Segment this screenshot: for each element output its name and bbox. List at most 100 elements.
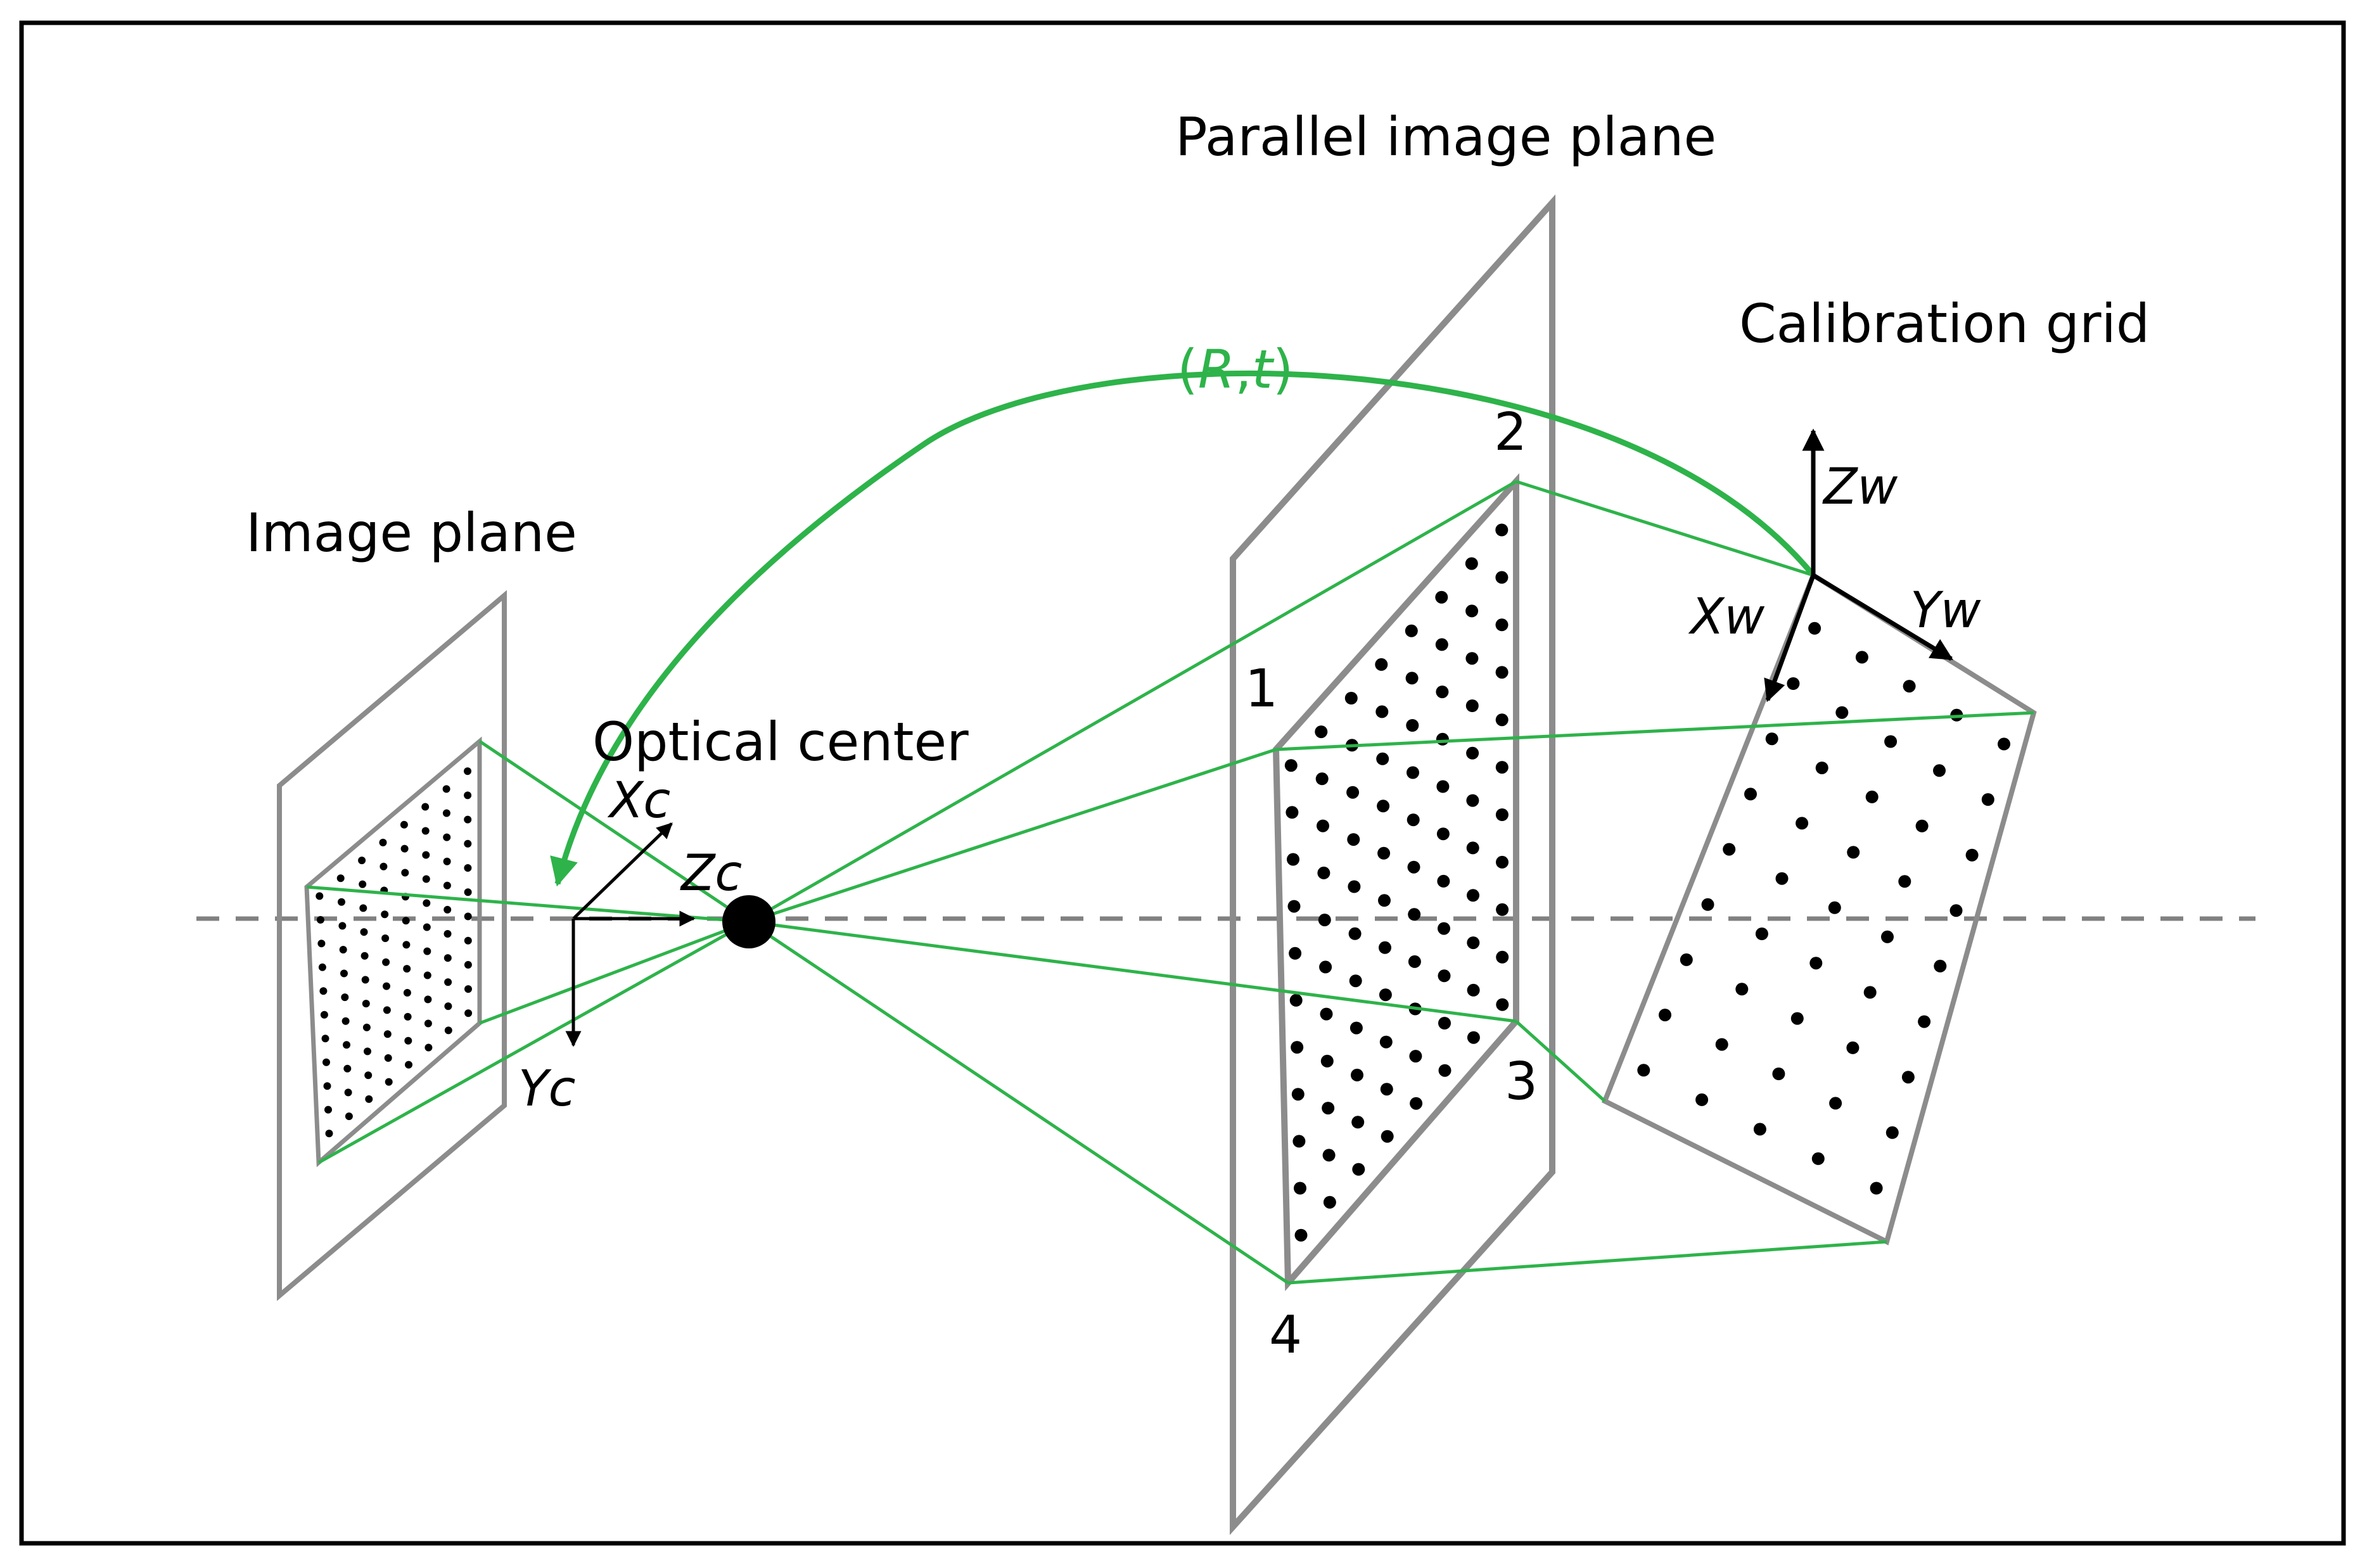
grid-dot (325, 1130, 333, 1138)
grid-dot (1772, 1068, 1785, 1080)
grid-dot (1435, 638, 1448, 651)
rt-transform-arrow (550, 370, 1816, 887)
grid-dot (1315, 725, 1328, 739)
grid-dot (1903, 680, 1916, 693)
grid-dot (1407, 766, 1419, 779)
grid-dot (1465, 699, 1479, 712)
grid-dot (1408, 908, 1421, 921)
grid-dot (1981, 793, 1994, 806)
calibration-grid-dots (1637, 621, 2010, 1195)
grid-dot (1467, 889, 1479, 902)
grid-dot (320, 1010, 328, 1019)
grid-dot (1933, 764, 1946, 777)
grid-dot (1317, 866, 1330, 879)
grid-dot (442, 785, 450, 793)
grid-dot (464, 839, 472, 848)
grid-dot (1495, 713, 1509, 727)
grid-dot (360, 928, 368, 936)
grid-dot (1317, 819, 1329, 832)
grid-dot (1918, 1015, 1931, 1028)
grid-dot (1294, 1228, 1308, 1242)
calibration-grid-label: Calibration grid (1739, 293, 2150, 355)
grid-dot (336, 874, 345, 883)
calibration-grid-outline (1601, 571, 2037, 1246)
grid-dot (405, 1061, 412, 1069)
grid-dot (1405, 624, 1418, 637)
grid-dot (1322, 1102, 1335, 1115)
grid-dot (1291, 1041, 1304, 1054)
grid-dot (1349, 1021, 1363, 1035)
corner-3-label: 3 (1505, 1052, 1538, 1112)
grid-dot (444, 1026, 452, 1035)
grid-dot (323, 1082, 331, 1090)
grid-dot (316, 892, 324, 900)
grid-dot (1695, 1093, 1709, 1106)
grid-dot (381, 910, 389, 919)
camera-axes (565, 822, 696, 1047)
grid-dot (1347, 833, 1360, 846)
grid-dot (1438, 969, 1451, 983)
grid-dot (1765, 732, 1778, 746)
grid-dot (322, 1058, 330, 1066)
grid-dot (1351, 1068, 1363, 1081)
grid-dot (385, 1078, 393, 1086)
grid-dot (1436, 732, 1449, 746)
grid-dot (1495, 666, 1509, 679)
grid-dot (1287, 853, 1299, 866)
grid-dot (1884, 735, 1898, 748)
zw-axis-label: Zw (1822, 459, 1898, 516)
grid-dot (1287, 900, 1301, 913)
parallel-plane-dots (1284, 523, 1509, 1242)
grid-dot (1379, 941, 1391, 954)
grid-dot (1495, 618, 1509, 632)
grid-dot (318, 963, 326, 971)
image-plane (277, 590, 507, 1301)
grid-dot (1898, 875, 1911, 888)
grid-dot (321, 1035, 329, 1043)
grid-dot (344, 1088, 352, 1097)
grid-dot (1835, 706, 1849, 719)
grid-dot (1467, 936, 1480, 950)
grid-dot (1294, 1182, 1306, 1195)
rt-label: (R,t) (1177, 338, 1294, 400)
grid-dot (1291, 1088, 1305, 1101)
grid-dot (362, 1023, 371, 1031)
grid-dot (319, 987, 328, 995)
grid-dot (341, 993, 349, 1002)
grid-dot (1809, 957, 1823, 970)
grid-dot (384, 1054, 392, 1062)
grid-dot (1637, 1064, 1650, 1077)
grid-dot (423, 971, 431, 979)
grid-dot (383, 1030, 392, 1038)
grid-dot (1949, 904, 1963, 917)
grid-dot (1755, 927, 1768, 940)
yw-axis-label: Yw (1910, 582, 1981, 639)
grid-dot (424, 1019, 432, 1028)
optical-center-dot (722, 895, 775, 948)
grid-dot (464, 791, 472, 800)
grid-dot (1376, 752, 1389, 765)
grid-dot (1408, 955, 1421, 968)
grid-dot (401, 869, 409, 877)
grid-dot (1701, 898, 1714, 911)
xw-axis-label: Xw (1688, 589, 1764, 646)
grid-dot (464, 985, 472, 993)
grid-dot (1496, 950, 1509, 964)
grid-dot (1466, 841, 1479, 855)
grid-dot (341, 1017, 350, 1025)
grid-dot (1438, 1064, 1451, 1077)
grid-dot (1289, 993, 1303, 1007)
grid-dot (382, 958, 390, 966)
grid-dot (339, 946, 347, 953)
grid-dot (424, 995, 432, 1004)
grid-dot (360, 952, 369, 960)
grid-dot (464, 912, 472, 921)
grid-dot (1787, 677, 1800, 690)
grid-dot (1495, 761, 1509, 774)
grid-dot (1934, 959, 1947, 972)
image-plane-grid-outline (304, 736, 482, 1168)
grid-dot (1495, 808, 1509, 821)
grid-dot (1410, 1097, 1423, 1110)
grid-dot (464, 1009, 473, 1017)
